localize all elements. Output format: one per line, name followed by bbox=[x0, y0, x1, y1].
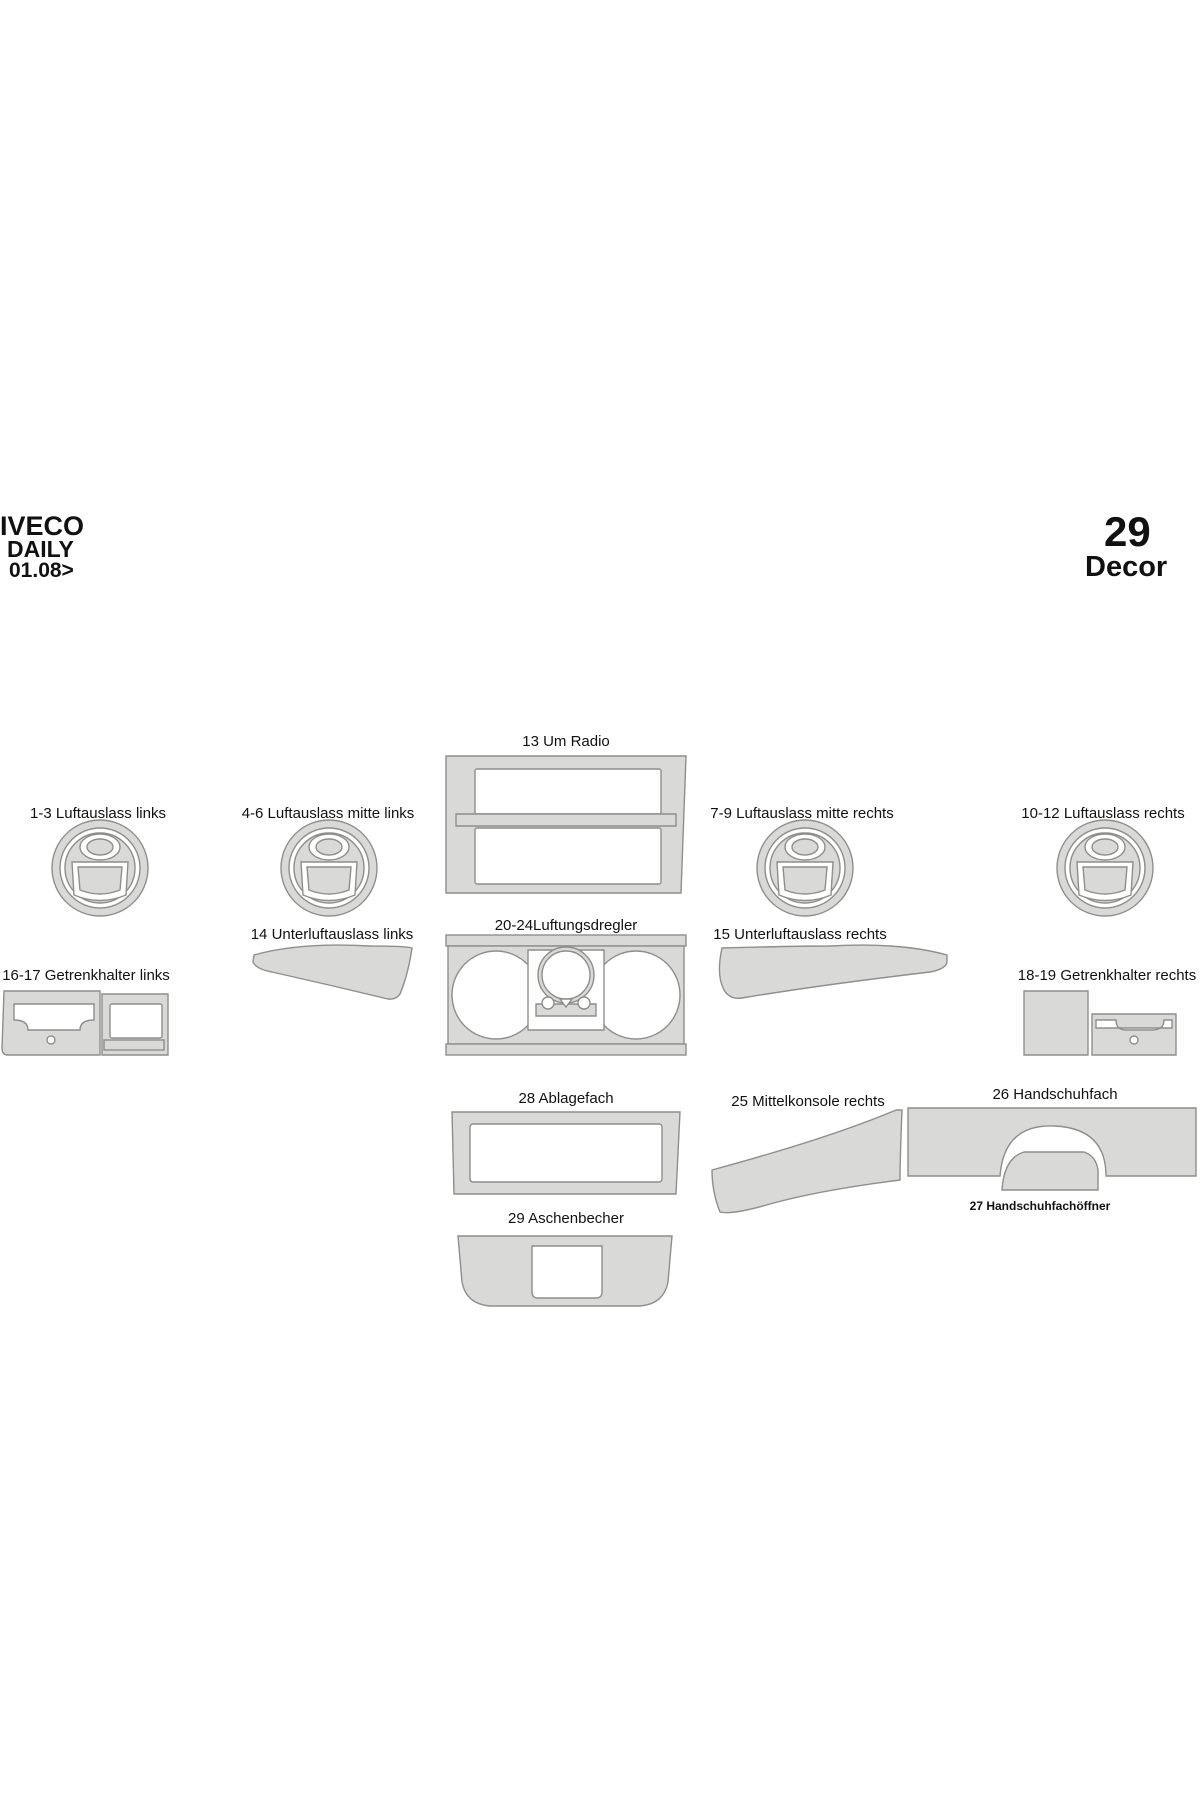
part-handschuhfach bbox=[907, 1107, 1197, 1177]
part-luftauslass-mitte-rechts bbox=[756, 819, 854, 917]
label-ablagefach: 28 Ablagefach bbox=[518, 1090, 614, 1107]
part-mittelkonsole-rechts bbox=[711, 1109, 903, 1214]
label-handschuhfach: 26 Handschuhfach bbox=[992, 1086, 1118, 1103]
label-getrenkhalter-rechts: 18-19 Getrenkhalter rechts bbox=[1017, 967, 1197, 984]
label-handschuhfachoeffner: 27 Handschuhfachöffner bbox=[969, 1199, 1111, 1213]
label-luftauslass-links: 1-3 Luftauslass links bbox=[30, 805, 166, 822]
part-aschenbecher bbox=[457, 1235, 673, 1307]
part-getrenkhalter-rechts bbox=[1023, 990, 1177, 1056]
header-year: 01.08> bbox=[9, 559, 74, 582]
part-handschuhfachoeffner bbox=[1001, 1151, 1099, 1191]
header-decor: Decor bbox=[1085, 551, 1168, 583]
header-number: 29 bbox=[1104, 508, 1151, 555]
part-luftungsregler bbox=[445, 934, 687, 1056]
part-getrenkhalter-links bbox=[1, 990, 169, 1056]
part-luftauslass-links bbox=[51, 819, 149, 917]
label-luftauslass-rechts: 10-12 Luftauslass rechts bbox=[1021, 805, 1185, 822]
part-unterluftauslass-rechts bbox=[718, 944, 948, 1000]
label-luftungsregler: 20-24Luftungsdregler bbox=[494, 917, 638, 934]
label-luftauslass-mitte-rechts: 7-9 Luftauslass mitte rechts bbox=[710, 805, 894, 822]
label-unterluftauslass-links: 14 Unterluftauslass links bbox=[250, 926, 414, 943]
label-um-radio: 13 Um Radio bbox=[522, 733, 610, 750]
part-unterluftauslass-links bbox=[252, 944, 413, 1000]
label-luftauslass-mitte-links: 4-6 Luftauslass mitte links bbox=[241, 805, 415, 822]
label-getrenkhalter-links: 16-17 Getrenkhalter links bbox=[2, 967, 170, 984]
part-um-radio bbox=[445, 755, 687, 894]
label-aschenbecher: 29 Aschenbecher bbox=[508, 1210, 624, 1227]
label-unterluftauslass-rechts: 15 Unterluftauslass rechts bbox=[713, 926, 887, 943]
header-model: DAILY bbox=[7, 536, 74, 562]
part-luftauslass-mitte-links bbox=[280, 819, 378, 917]
part-luftauslass-rechts bbox=[1056, 819, 1154, 917]
part-ablagefach bbox=[451, 1111, 681, 1195]
header-brand: IVECO bbox=[0, 511, 85, 541]
label-mittelkonsole: 25 Mittelkonsole rechts bbox=[731, 1093, 885, 1110]
